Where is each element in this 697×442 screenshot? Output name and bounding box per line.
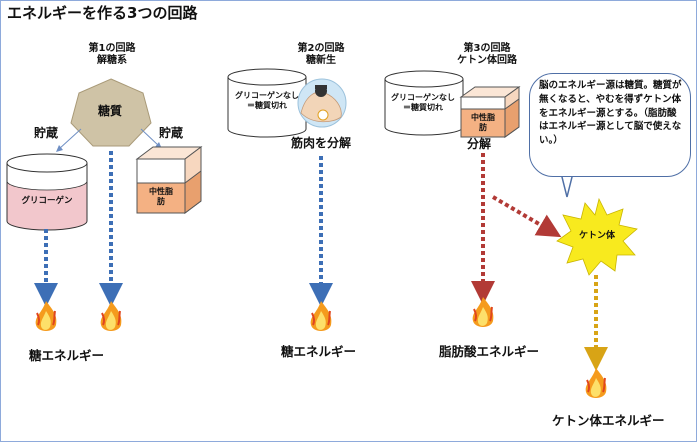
sugar-energy-label: 糖エネルギー [29,348,105,363]
diagram-title: エネルギーを作る3つの回路 [7,4,198,22]
store-arrow-right [140,128,160,147]
flame-icon-5 [585,368,607,398]
store-label-left: 貯蔵 [34,126,59,140]
breakdown-label: 分解 [467,137,492,151]
flame-icon-3 [310,301,332,331]
muscle-breakdown-label: 筋肉を分解 [291,136,352,150]
circuit3-number: 第3の回路 [463,43,511,54]
empty-glycogen-label-3: グリコーゲンなし＝糖質切れ [391,93,455,113]
flame-icon-4 [472,297,494,327]
store-label-right: 貯蔵 [159,126,184,140]
brain-energy-callout [529,73,691,177]
empty-glycogen-label-2: グリコーゲンなし＝糖質切れ [235,91,299,111]
circuit2-header: 第2の回路 糖新生 [289,43,353,66]
ketone-label: ケトン体 [579,231,616,241]
flame-icon-2 [100,301,122,331]
store-arrow-left [58,128,82,150]
circuit2-name: 糖新生 [306,54,336,66]
glycogen-cylinder [6,153,88,231]
muscle-arm-icon [297,78,347,128]
sugar-heptagon [70,78,152,147]
fat-box-1 [135,146,203,214]
empty-glycogen-cylinder-2 [227,68,307,138]
sugar-energy-label-2: 糖エネルギー [281,344,357,359]
fatty-acid-energy-label: 脂肪酸エネルギー [439,344,540,359]
circuit3-header: 第3の回路 ケトン体回路 [449,43,525,66]
circuit2-number: 第2の回路 [297,43,345,54]
ketone-energy-label: ケトン体エネルギー [552,413,665,428]
empty-glycogen-cylinder-3 [384,70,464,136]
circuit1-number: 第1の回路 [88,43,136,54]
ketone-starburst [556,197,638,276]
circuit1-name: 解糖系 [97,54,127,66]
circuit1-header: 第1の回路 解糖系 [83,43,141,66]
flame-icon-1 [35,301,57,331]
fat-box-3 [459,86,521,138]
fat-label-1: 中性脂肪 [149,187,173,206]
flow-arrow-to-ketone [491,195,562,238]
glycogen-label: グリコーゲン [21,196,73,206]
callout-text: 脳のエネルギー源は糖質。糖質が無くなると、やむを得ずケトン体をエネルギー源とする… [539,80,682,147]
fat-label-3: 中性脂肪 [471,113,495,132]
sugar-label: 糖質 [98,104,123,118]
circuit3-name: ケトン体回路 [457,54,517,66]
